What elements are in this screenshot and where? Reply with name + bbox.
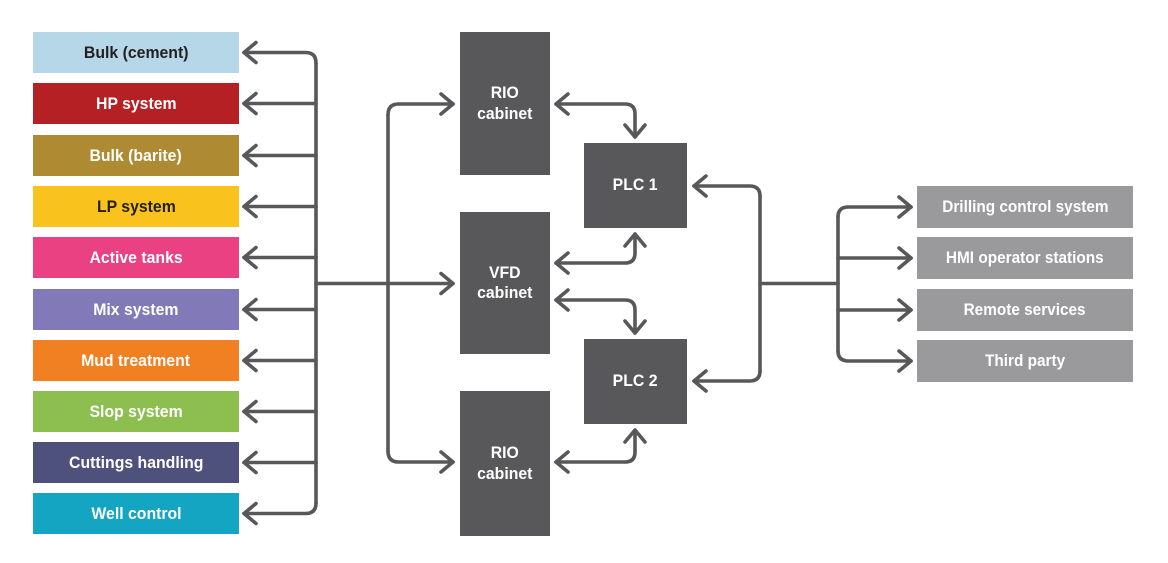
label-line: cabinet	[477, 103, 533, 123]
plc-1-label: PLC 1	[613, 175, 658, 195]
left-system-active-tanks: Active tanks	[33, 237, 239, 278]
left-system-lp-system: LP system	[33, 186, 239, 227]
left-system-lp-system-label: LP system	[96, 196, 176, 216]
left-system-hp-system-label: HP system	[95, 93, 177, 113]
left-system-mix-system: Mix system	[33, 289, 239, 330]
left-system-slop-system-label: Slop system	[89, 401, 183, 421]
link-rio-bottom-plc2	[554, 428, 647, 474]
right-system-drilling-control-label: Drilling control system	[941, 197, 1109, 216]
wire-group	[242, 40, 913, 526]
left-system-mud-treatment-label: Mud treatment	[81, 350, 191, 370]
rio-cabinet-top-label: RIO cabinet	[477, 83, 532, 124]
vfd-cabinet: VFD cabinet	[460, 212, 550, 354]
label-line: RIO	[490, 83, 520, 103]
arrow-to-third-party	[836, 349, 913, 373]
label-line: RIO	[490, 443, 520, 463]
link-rio-top-plc1	[554, 92, 647, 139]
arrow-to-well-control	[242, 501, 318, 526]
rio-cabinet-top: RIO cabinet	[460, 32, 550, 175]
left-system-well-control: Well control	[33, 493, 239, 534]
arrow-to-drilling-control	[836, 195, 913, 219]
left-system-hp-system: HP system	[33, 83, 239, 124]
label-line: cabinet	[477, 283, 533, 302]
vfd-cabinet-label: VFD cabinet	[477, 263, 532, 304]
right-system-hmi-operator: HMI operator stations	[917, 237, 1133, 279]
left-system-active-tanks-label: Active tanks	[89, 247, 183, 267]
label-line: cabinet	[477, 463, 533, 483]
rio-cabinet-bottom-label: RIO cabinet	[477, 443, 532, 484]
left-system-cuttings-handling: Cuttings handling	[33, 442, 239, 483]
arrow-to-rio-bottom	[386, 449, 455, 474]
right-system-drilling-control: Drilling control system	[917, 186, 1133, 228]
left-system-mix-system-label: Mix system	[93, 299, 179, 319]
arrow-to-plc1	[692, 174, 762, 198]
right-system-third-party: Third party	[917, 340, 1133, 382]
plc-2: PLC 2	[584, 339, 687, 424]
left-system-bulk-barite-label: Bulk (barite)	[89, 145, 183, 165]
arrow-to-bulk-cement	[242, 40, 318, 65]
arrow-to-plc2	[692, 369, 762, 393]
left-system-bulk-barite: Bulk (barite)	[33, 135, 239, 176]
right-system-remote-services-label: Remote services	[963, 300, 1086, 319]
left-system-bulk-cement-label: Bulk (cement)	[83, 42, 189, 62]
link-vfd-plc2	[554, 288, 647, 335]
left-system-slop-system: Slop system	[33, 391, 239, 432]
label-line: VFD	[489, 262, 521, 282]
arrow-to-rio-top	[386, 92, 455, 117]
plc-1: PLC 1	[584, 143, 687, 228]
rio-cabinet-bottom: RIO cabinet	[460, 391, 550, 536]
right-system-remote-services: Remote services	[917, 289, 1133, 331]
left-system-well-control-label: Well control	[90, 503, 182, 523]
plc-2-label: PLC 2	[613, 371, 658, 391]
right-system-third-party-label: Third party	[984, 351, 1066, 370]
left-system-mud-treatment: Mud treatment	[33, 340, 239, 381]
left-system-cuttings-handling-label: Cuttings handling	[68, 452, 204, 472]
link-plc1-vfd	[554, 232, 647, 275]
left-system-bulk-cement: Bulk (cement)	[33, 32, 239, 73]
right-system-hmi-operator-label: HMI operator stations	[946, 248, 1104, 267]
